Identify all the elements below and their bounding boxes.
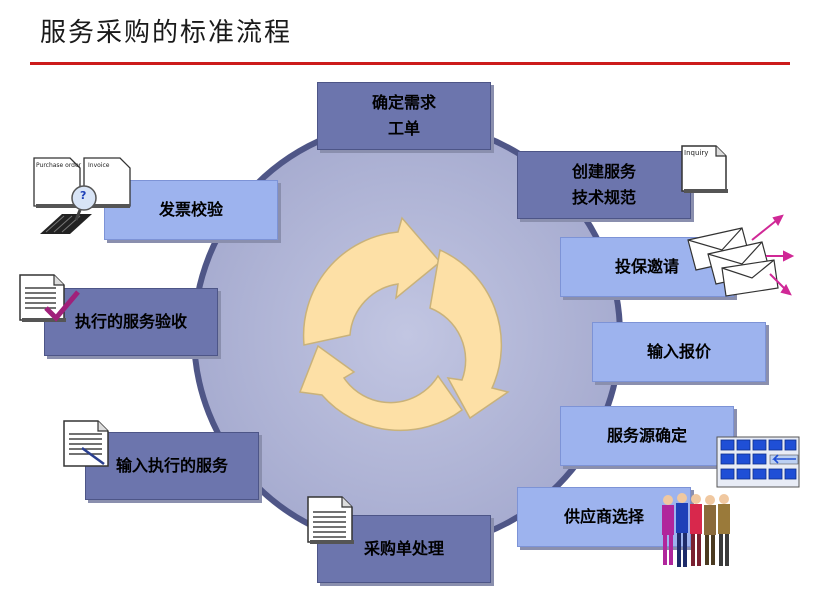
purchase-order-document-icon [307, 496, 354, 544]
step-source-determination: 服务源确定 [560, 406, 734, 466]
step-define-need: 确定需求 工单 [317, 82, 491, 150]
svg-text:?: ? [80, 189, 86, 202]
cycle-arrows-icon [298, 216, 510, 432]
step-enter-quote-label: 输入报价 [646, 342, 711, 361]
step-define-need-label: 确定需求 工单 [371, 93, 436, 138]
source-list-grid-icon [716, 436, 800, 488]
title-underline [30, 62, 790, 65]
envelopes-icon [687, 214, 795, 297]
acceptance-checkmark-icon [19, 274, 80, 322]
step-supplier-selection-label: 供应商选择 [563, 507, 644, 526]
step-invoice-verification: 发票校验 [104, 180, 278, 240]
step-po-processing-label: 采购单处理 [363, 539, 444, 558]
service-entry-document-icon [63, 420, 109, 467]
supplier-people-icon [662, 493, 730, 567]
step-create-spec-label: 创建服务 技术规范 [571, 162, 636, 207]
inquiry-document-icon: Inquiry [681, 145, 728, 193]
step-enter-services-label: 输入执行的服务 [115, 456, 228, 475]
step-enter-quote: 输入报价 [592, 322, 766, 382]
step-acceptance-label: 执行的服务验收 [74, 312, 187, 331]
purchase-order-label: Purchase order [36, 162, 82, 169]
page-title: 服务采购的标准流程 [40, 18, 293, 48]
step-invite-bids-label: 投保邀请 [614, 257, 679, 276]
invoice-label: Invoice [88, 162, 110, 169]
inquiry-document-label: Inquiry [684, 149, 708, 157]
step-enter-services: 输入执行的服务 [85, 432, 259, 500]
step-source-determination-label: 服务源确定 [606, 426, 687, 445]
step-invoice-verification-label: 发票校验 [158, 200, 223, 219]
invoice-verification-documents-icon: Purchase order Invoice ? [33, 157, 131, 234]
step-create-spec: 创建服务 技术规范 [517, 151, 691, 219]
